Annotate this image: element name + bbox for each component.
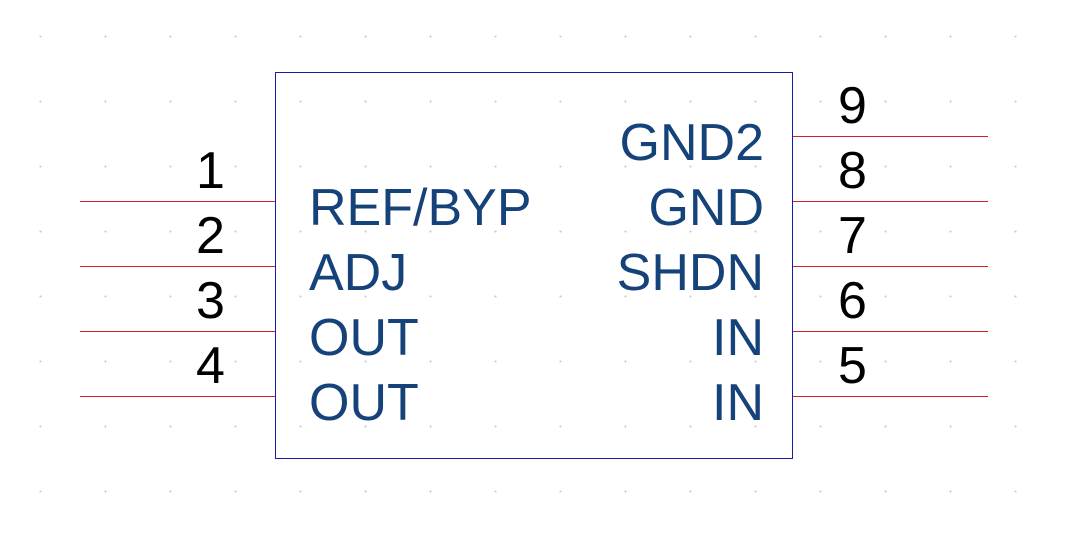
pin-number-1: 1 xyxy=(196,142,225,200)
pin-line-9[interactable] xyxy=(793,136,988,137)
pin-line-4[interactable] xyxy=(80,396,275,397)
component-body[interactable] xyxy=(275,72,793,459)
pin-number-7: 7 xyxy=(838,207,867,265)
pin-label-ref-byp: REF/BYP xyxy=(309,179,532,237)
pin-line-8[interactable] xyxy=(793,201,988,202)
pin-label-shdn: SHDN xyxy=(616,244,764,302)
pin-label-adj: ADJ xyxy=(309,244,408,302)
pin-line-7[interactable] xyxy=(793,266,988,267)
pin-number-9: 9 xyxy=(838,77,867,135)
pin-label-out-4: OUT xyxy=(309,374,419,432)
pin-line-2[interactable] xyxy=(80,266,275,267)
pin-line-1[interactable] xyxy=(80,201,275,202)
pin-number-6: 6 xyxy=(838,272,867,330)
pin-line-6[interactable] xyxy=(793,331,988,332)
pin-label-out-3: OUT xyxy=(309,309,419,367)
pin-label-gnd: GND xyxy=(648,179,764,237)
pin-line-5[interactable] xyxy=(793,396,988,397)
pin-label-in-6: IN xyxy=(712,309,764,367)
pin-number-2: 2 xyxy=(196,207,225,265)
pin-number-3: 3 xyxy=(196,272,225,330)
pin-label-gnd2: GND2 xyxy=(619,114,764,172)
pin-label-in-5: IN xyxy=(712,374,764,432)
pin-number-8: 8 xyxy=(838,142,867,200)
pin-number-5: 5 xyxy=(838,337,867,395)
pin-number-4: 4 xyxy=(196,337,225,395)
pin-line-3[interactable] xyxy=(80,331,275,332)
